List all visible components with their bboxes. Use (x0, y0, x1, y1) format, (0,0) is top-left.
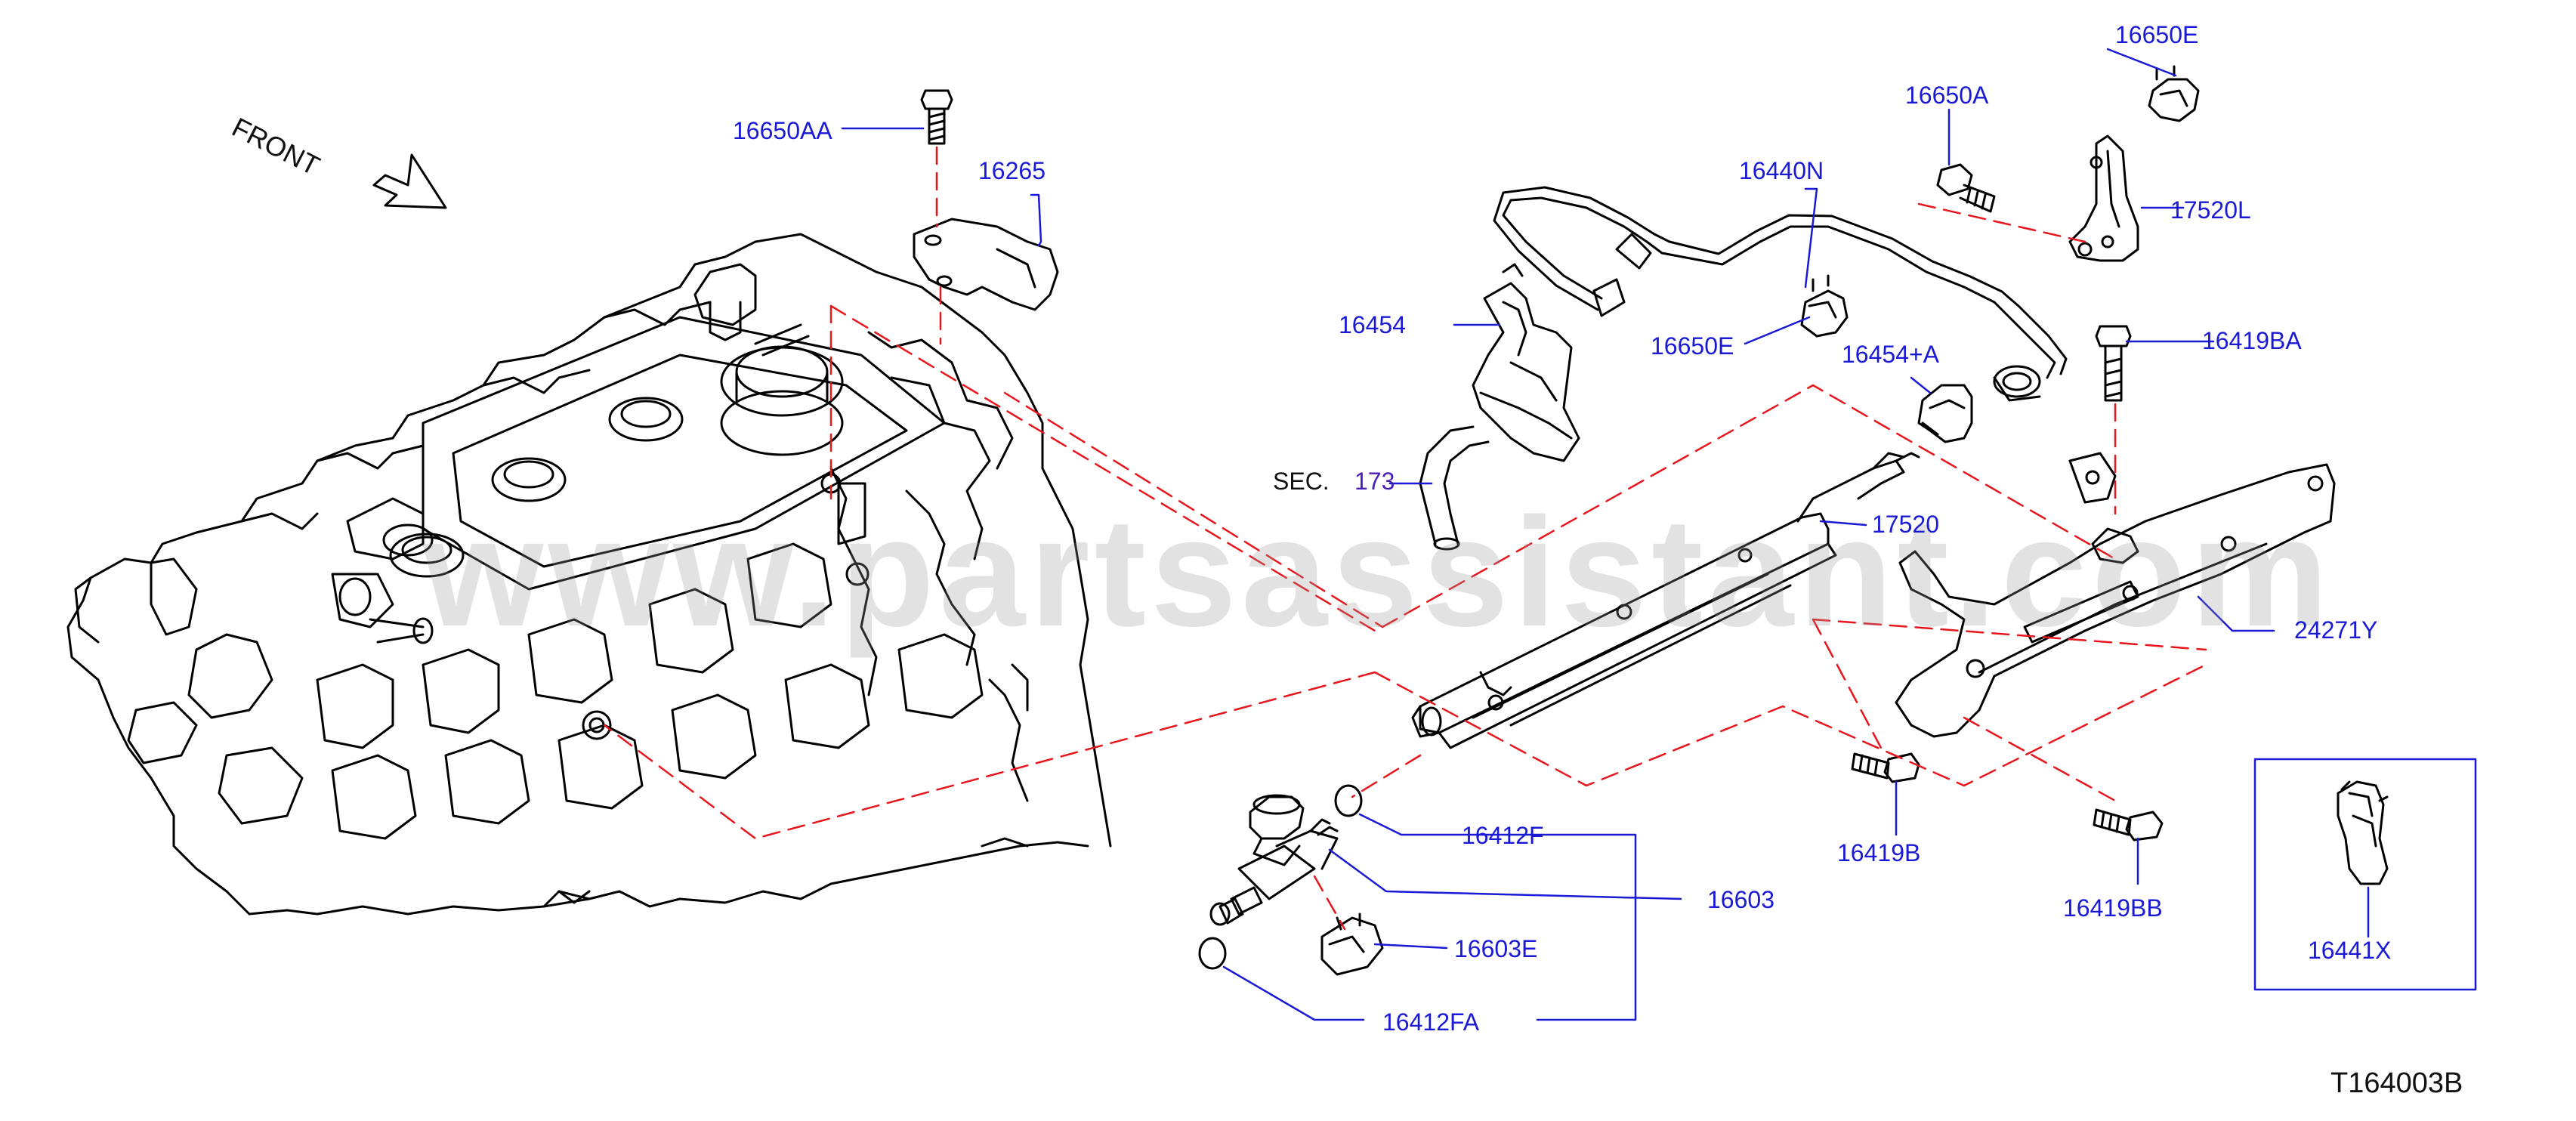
bolt-16419BB-drawing (2093, 808, 2164, 842)
part-label-16412FA[interactable]: 16412FA (1382, 1008, 1480, 1036)
bracket-16265-drawing (913, 218, 1059, 311)
front-arrow-drawing (372, 153, 447, 209)
bolt-16650AA-drawing (920, 89, 953, 145)
dashed-assembly-lines (603, 146, 2207, 931)
hose-sec-173-drawing (1419, 425, 1490, 551)
part-label-16440N[interactable]: 16440N (1739, 157, 1824, 184)
part-label-16419BB[interactable]: 16419BB (2063, 894, 2163, 922)
part-label-17520L[interactable]: 17520L (2170, 196, 2251, 224)
part-label-16650E-top[interactable]: 16650E (2115, 21, 2199, 48)
part-label-16454[interactable]: 16454 (1339, 311, 1406, 338)
part-label-16650E-mid[interactable]: 16650E (1651, 332, 1734, 360)
clip-16650E-top-drawing (2148, 65, 2200, 122)
clip-16454-drawing (1472, 263, 1580, 462)
part-label-16650AA[interactable]: 16650AA (733, 117, 832, 144)
part-label-24271Y[interactable]: 24271Y (2294, 616, 2378, 644)
sec-number[interactable]: 173 (1354, 468, 1395, 495)
part-label-16603E[interactable]: 16603E (1454, 935, 1538, 962)
clip-16650E-mid-drawing (1800, 274, 1849, 338)
retainer-16441X-drawing (2337, 780, 2389, 885)
part-label-16412F[interactable]: 16412F (1462, 822, 1544, 849)
figure-code: T164003B (2330, 1067, 2463, 1099)
watermark: www.partsassistant.com (423, 486, 2334, 659)
part-label-16265[interactable]: 16265 (978, 157, 1046, 184)
leader-lines (841, 48, 2370, 1021)
o-ring-16412F-drawing (1334, 784, 1363, 817)
clip-16603E-drawing (1320, 913, 1384, 976)
part-label-16441X[interactable]: 16441X (2308, 937, 2392, 964)
part-label-16419BA[interactable]: 16419BA (2202, 327, 2302, 354)
retainer-frame (2253, 758, 2477, 991)
bolt-16650A-drawing (1936, 163, 1996, 213)
part-label-16419B[interactable]: 16419B (1837, 839, 1921, 866)
part-label-16454A[interactable]: 16454+A (1842, 341, 1940, 368)
o-ring-16412FA-drawing (1198, 937, 1227, 970)
part-label-16603[interactable]: 16603 (1707, 886, 1774, 913)
protector-24271Y-drawing (1895, 452, 2336, 738)
engine-cylinder-head (66, 233, 1112, 916)
fuel-hose-16440N-drawing (1493, 186, 2068, 402)
sec-label: SEC. (1273, 468, 1330, 495)
injector-16603-drawing (1209, 794, 1339, 926)
damper-16454A-drawing (1917, 384, 1973, 443)
part-label-17520[interactable]: 17520 (1872, 511, 1939, 538)
bolt-16419B-drawing (1851, 752, 1920, 783)
part-label-16650A[interactable]: 16650A (1905, 82, 1989, 109)
bracket-17520L-drawing (2068, 134, 2139, 262)
fuel-rail-17520-drawing (1411, 452, 1920, 749)
bolt-16419BA-drawing (2095, 325, 2132, 402)
